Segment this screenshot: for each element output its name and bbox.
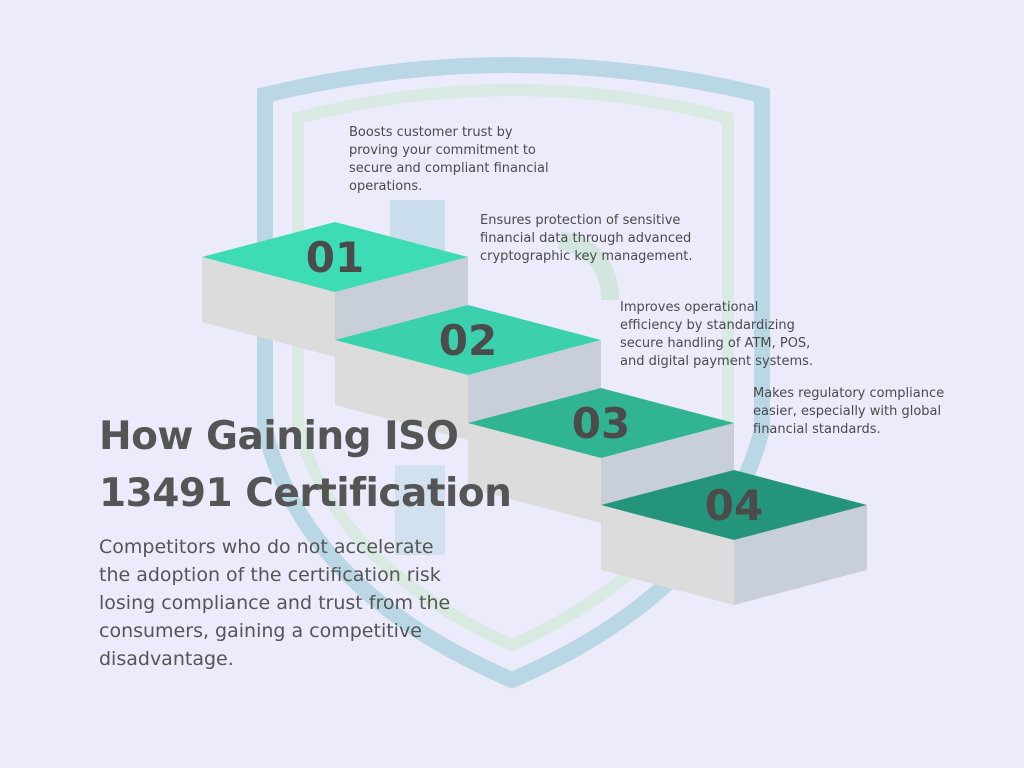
step-04: 04	[601, 470, 867, 605]
step-number-04: 04	[705, 481, 763, 530]
step-03-description: Improves operational efficiency by stand…	[620, 300, 814, 369]
step-01: 01	[202, 222, 468, 357]
step-01-description: Boosts customer trust by proving your co…	[349, 125, 549, 194]
step-02-description: Ensures protection of sensitive financia…	[480, 213, 693, 264]
body-paragraph: Competitors who do not accelerate the ad…	[99, 536, 451, 670]
page-title: How Gaining ISO 13491 Certification	[99, 414, 512, 516]
step-number-03: 03	[572, 399, 630, 448]
step-number-01: 01	[306, 233, 364, 282]
step-04-description: Makes regulatory compliance easier, espe…	[753, 386, 945, 437]
step-number-02: 02	[439, 316, 497, 365]
